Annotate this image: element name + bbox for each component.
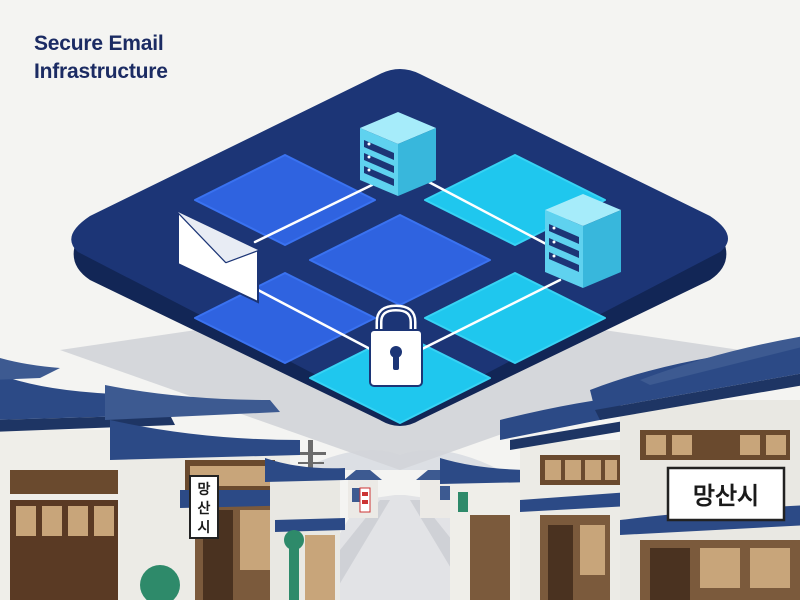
envelope-icon (177, 210, 259, 304)
server-rack-icon (360, 112, 436, 196)
horizontal-sign-right: 망산시 (666, 466, 786, 522)
headline-line-1: Secure Email (34, 32, 164, 55)
connection-server-server (423, 178, 550, 247)
sign-right-text: 망산시 (693, 482, 759, 510)
tile-center (309, 214, 491, 306)
sign-left-char-2: 산 (198, 500, 211, 517)
connection-lock-server (418, 278, 562, 352)
tile-bottom-right (424, 272, 606, 364)
server-rack-icon (545, 194, 621, 288)
connection-email-lock (256, 288, 374, 352)
shop-sign-small (359, 487, 371, 513)
sign-left-char-3: 시 (198, 520, 211, 536)
sign-left-char-1: 망 (198, 481, 211, 498)
tile-top-left (194, 154, 376, 246)
network-connections (253, 178, 562, 352)
left-hanok-row (0, 358, 345, 600)
headline-line-2: Infrastructure (34, 60, 168, 83)
vertical-sign-left: 망 산 시 (189, 475, 219, 539)
headline: Secure Email Infrastructure (34, 30, 274, 86)
connection-email-server (253, 183, 374, 244)
padlock-icon (369, 304, 423, 387)
